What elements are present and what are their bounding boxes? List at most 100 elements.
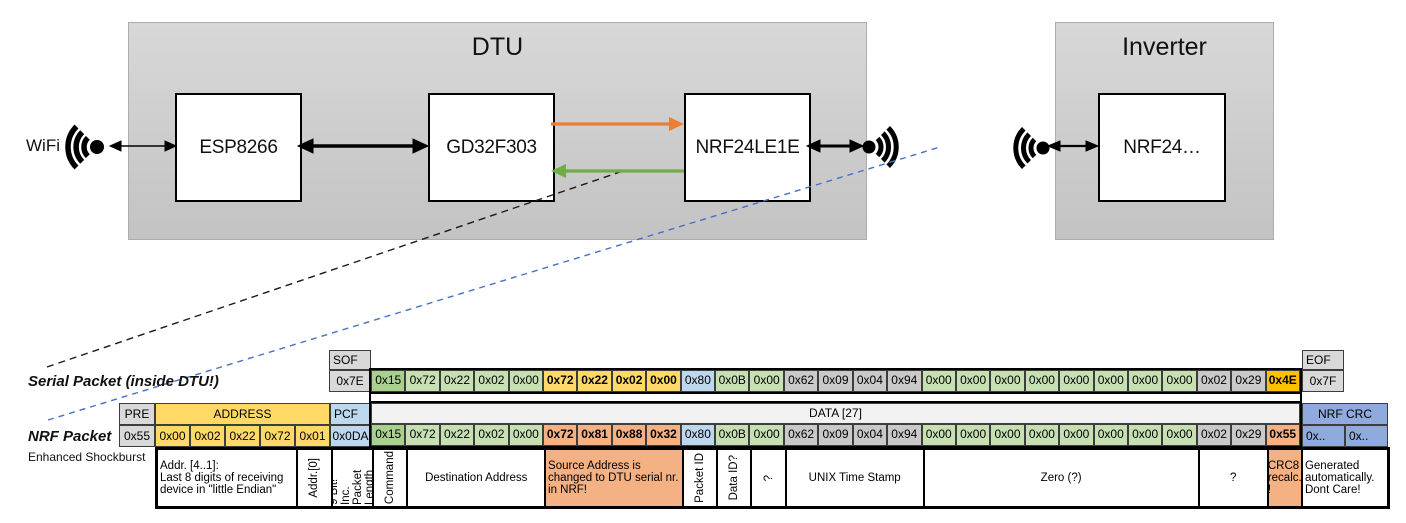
nrf-byte-cell: 0x00 (508, 424, 544, 446)
nrf-byte-cell: 0x00 (955, 424, 991, 446)
pcf-header: PCF (330, 403, 371, 425)
nrf-byte-cell: 0x00 (1127, 424, 1163, 446)
component-label: ESP8266 (199, 136, 278, 158)
serial-byte-cell: 0x00 (1093, 370, 1128, 392)
annotation-cell: Destination Address (407, 449, 546, 507)
annotation-cell: Addr.[0] (297, 449, 332, 507)
nrf-packet-label: NRF Packet (28, 428, 112, 445)
nrf-byte-cell: 0x0B (715, 424, 750, 446)
address-byte: 0x02 (190, 425, 225, 447)
serial-byte-cell: 0x02 (474, 370, 509, 392)
nrf-byte-cell: 0x04 (852, 424, 888, 446)
address-byte: 0x22 (225, 425, 260, 447)
eof-header: EOF (1302, 350, 1344, 370)
table-connector-left (369, 390, 371, 404)
nrf-left-section: PRE ADDRESS PCF 0x55 0x00 0x02 0x22 0x72… (119, 403, 371, 447)
sof-header: SOF (329, 350, 371, 370)
nrf-crc-byte: 0x.. (1345, 425, 1388, 447)
nrf-byte-cell: 0x72 (543, 424, 578, 446)
pcf-value: 0x0DA (330, 425, 371, 447)
nrf-byte-cell: 0x00 (921, 424, 956, 446)
nrf-byte-cell: 0x00 (1093, 424, 1128, 446)
serial-byte-cell: 0x29 (1231, 370, 1266, 392)
component-box-esp8266: ESP8266 (175, 93, 302, 202)
serial-byte-cell: 0x00 (1127, 370, 1163, 392)
serial-eof-column: EOF 0x7F (1302, 350, 1344, 392)
serial-byte-cell: 0x04 (852, 370, 888, 392)
serial-byte-cell: 0x15 (371, 370, 406, 392)
annotation-cell: Data ID? (717, 449, 752, 507)
address-header: ADDRESS (155, 403, 330, 425)
table-connector-right (1300, 390, 1302, 404)
wifi-icon-inverter-left (1013, 127, 1050, 169)
nrf-byte-cell: 0x55 (1265, 424, 1300, 446)
annotation-cell: UNIX Time Stamp (785, 449, 924, 507)
nrf-byte-cell: 0x80 (680, 424, 716, 446)
nrf-byte-cell: 0x02 (1196, 424, 1232, 446)
nrf-byte-cell: 0x32 (646, 424, 681, 446)
wifi-icon-left (65, 124, 104, 170)
address-byte: 0x01 (295, 425, 330, 447)
serial-byte-cell: 0x00 (1162, 370, 1197, 392)
serial-byte-cell: 0x80 (680, 370, 716, 392)
serial-byte-cell: 0x00 (508, 370, 544, 392)
dtu-title: DTU (471, 33, 524, 61)
eof-value: 0x7F (1302, 370, 1344, 392)
nrf-byte-cell: 0x22 (439, 424, 475, 446)
nrf-crc-byte: 0x.. (1302, 425, 1345, 447)
annotation-cell: CRC8 recalc. ! (1267, 449, 1302, 507)
nrf-byte-cell: 0x94 (887, 424, 922, 446)
pre-value: 0x55 (119, 425, 155, 447)
address-byte: 0x00 (155, 425, 190, 447)
nrf-byte-cell: 0x72 (405, 424, 440, 446)
wifi-icon-dtu-right (862, 126, 899, 168)
serial-byte-cell: 0x09 (818, 370, 853, 392)
annotation-cell: 9 Bit! Inc. Packet Length (332, 449, 373, 507)
serial-byte-cell: 0x94 (887, 370, 922, 392)
component-label: NRF24… (1123, 136, 1201, 158)
serial-byte-cell: 0x00 (955, 370, 991, 392)
serial-byte-cell: 0x72 (543, 370, 578, 392)
nrf-byte-cell: 0x81 (577, 424, 612, 446)
component-box-nrf24le1e: NRF24LE1E (684, 93, 811, 202)
nrf-byte-cell: 0x09 (818, 424, 853, 446)
serial-byte-cell: 0x22 (577, 370, 612, 392)
sof-value: 0x7E (329, 370, 371, 392)
nrf-byte-cell: 0x62 (783, 424, 819, 446)
address-byte: 0x72 (260, 425, 295, 447)
nrf-byte-cell: 0x02 (474, 424, 509, 446)
serial-byte-cell: 0x4E (1265, 370, 1300, 392)
nrf-byte-cell: 0x00 (1024, 424, 1060, 446)
enhanced-shockburst-label: Enhanced Shockburst (28, 450, 146, 464)
serial-byte-cell: 0x02 (1196, 370, 1232, 392)
serial-byte-cell: 0x00 (646, 370, 681, 392)
nrf-byte-cell: 0x15 (371, 424, 406, 446)
nrf-byte-cell: 0x29 (1231, 424, 1266, 446)
annotation-row: Addr. [4..1]: Last 8 digits of receiving… (155, 447, 1390, 509)
inverter-title: Inverter (1122, 33, 1207, 61)
component-label: GD32F303 (446, 136, 537, 158)
component-label: NRF24LE1E (695, 136, 800, 158)
serial-byte-cell: 0x00 (921, 370, 956, 392)
annotation-cell: ? (1198, 449, 1268, 507)
serial-packet-label: Serial Packet (inside DTU!) (28, 373, 219, 390)
nrf-byte-cell: 0x00 (749, 424, 784, 446)
serial-byte-cell: 0x02 (611, 370, 647, 392)
annotation-cell: Addr. [4..1]: Last 8 digits of receiving… (157, 449, 297, 507)
nrf-byte-cell: 0x00 (990, 424, 1025, 446)
nrf-byte-cell: 0x88 (611, 424, 647, 446)
annotation-cell: Generated automatically. Dont Care! (1301, 449, 1388, 507)
serial-sof-column: SOF 0x7E (329, 350, 371, 392)
serial-byte-cell: 0x0B (715, 370, 750, 392)
serial-byte-cell: 0x22 (439, 370, 475, 392)
annotation-cell: ? (751, 449, 786, 507)
serial-byte-cell: 0x00 (1059, 370, 1094, 392)
nrf-crc-header: NRF CRC (1302, 403, 1388, 425)
nrf-byte-cell: 0x00 (1059, 424, 1094, 446)
serial-byte-cell: 0x00 (990, 370, 1025, 392)
annotation-cell: Command (373, 449, 408, 507)
data-header: DATA [27] (371, 403, 1300, 424)
